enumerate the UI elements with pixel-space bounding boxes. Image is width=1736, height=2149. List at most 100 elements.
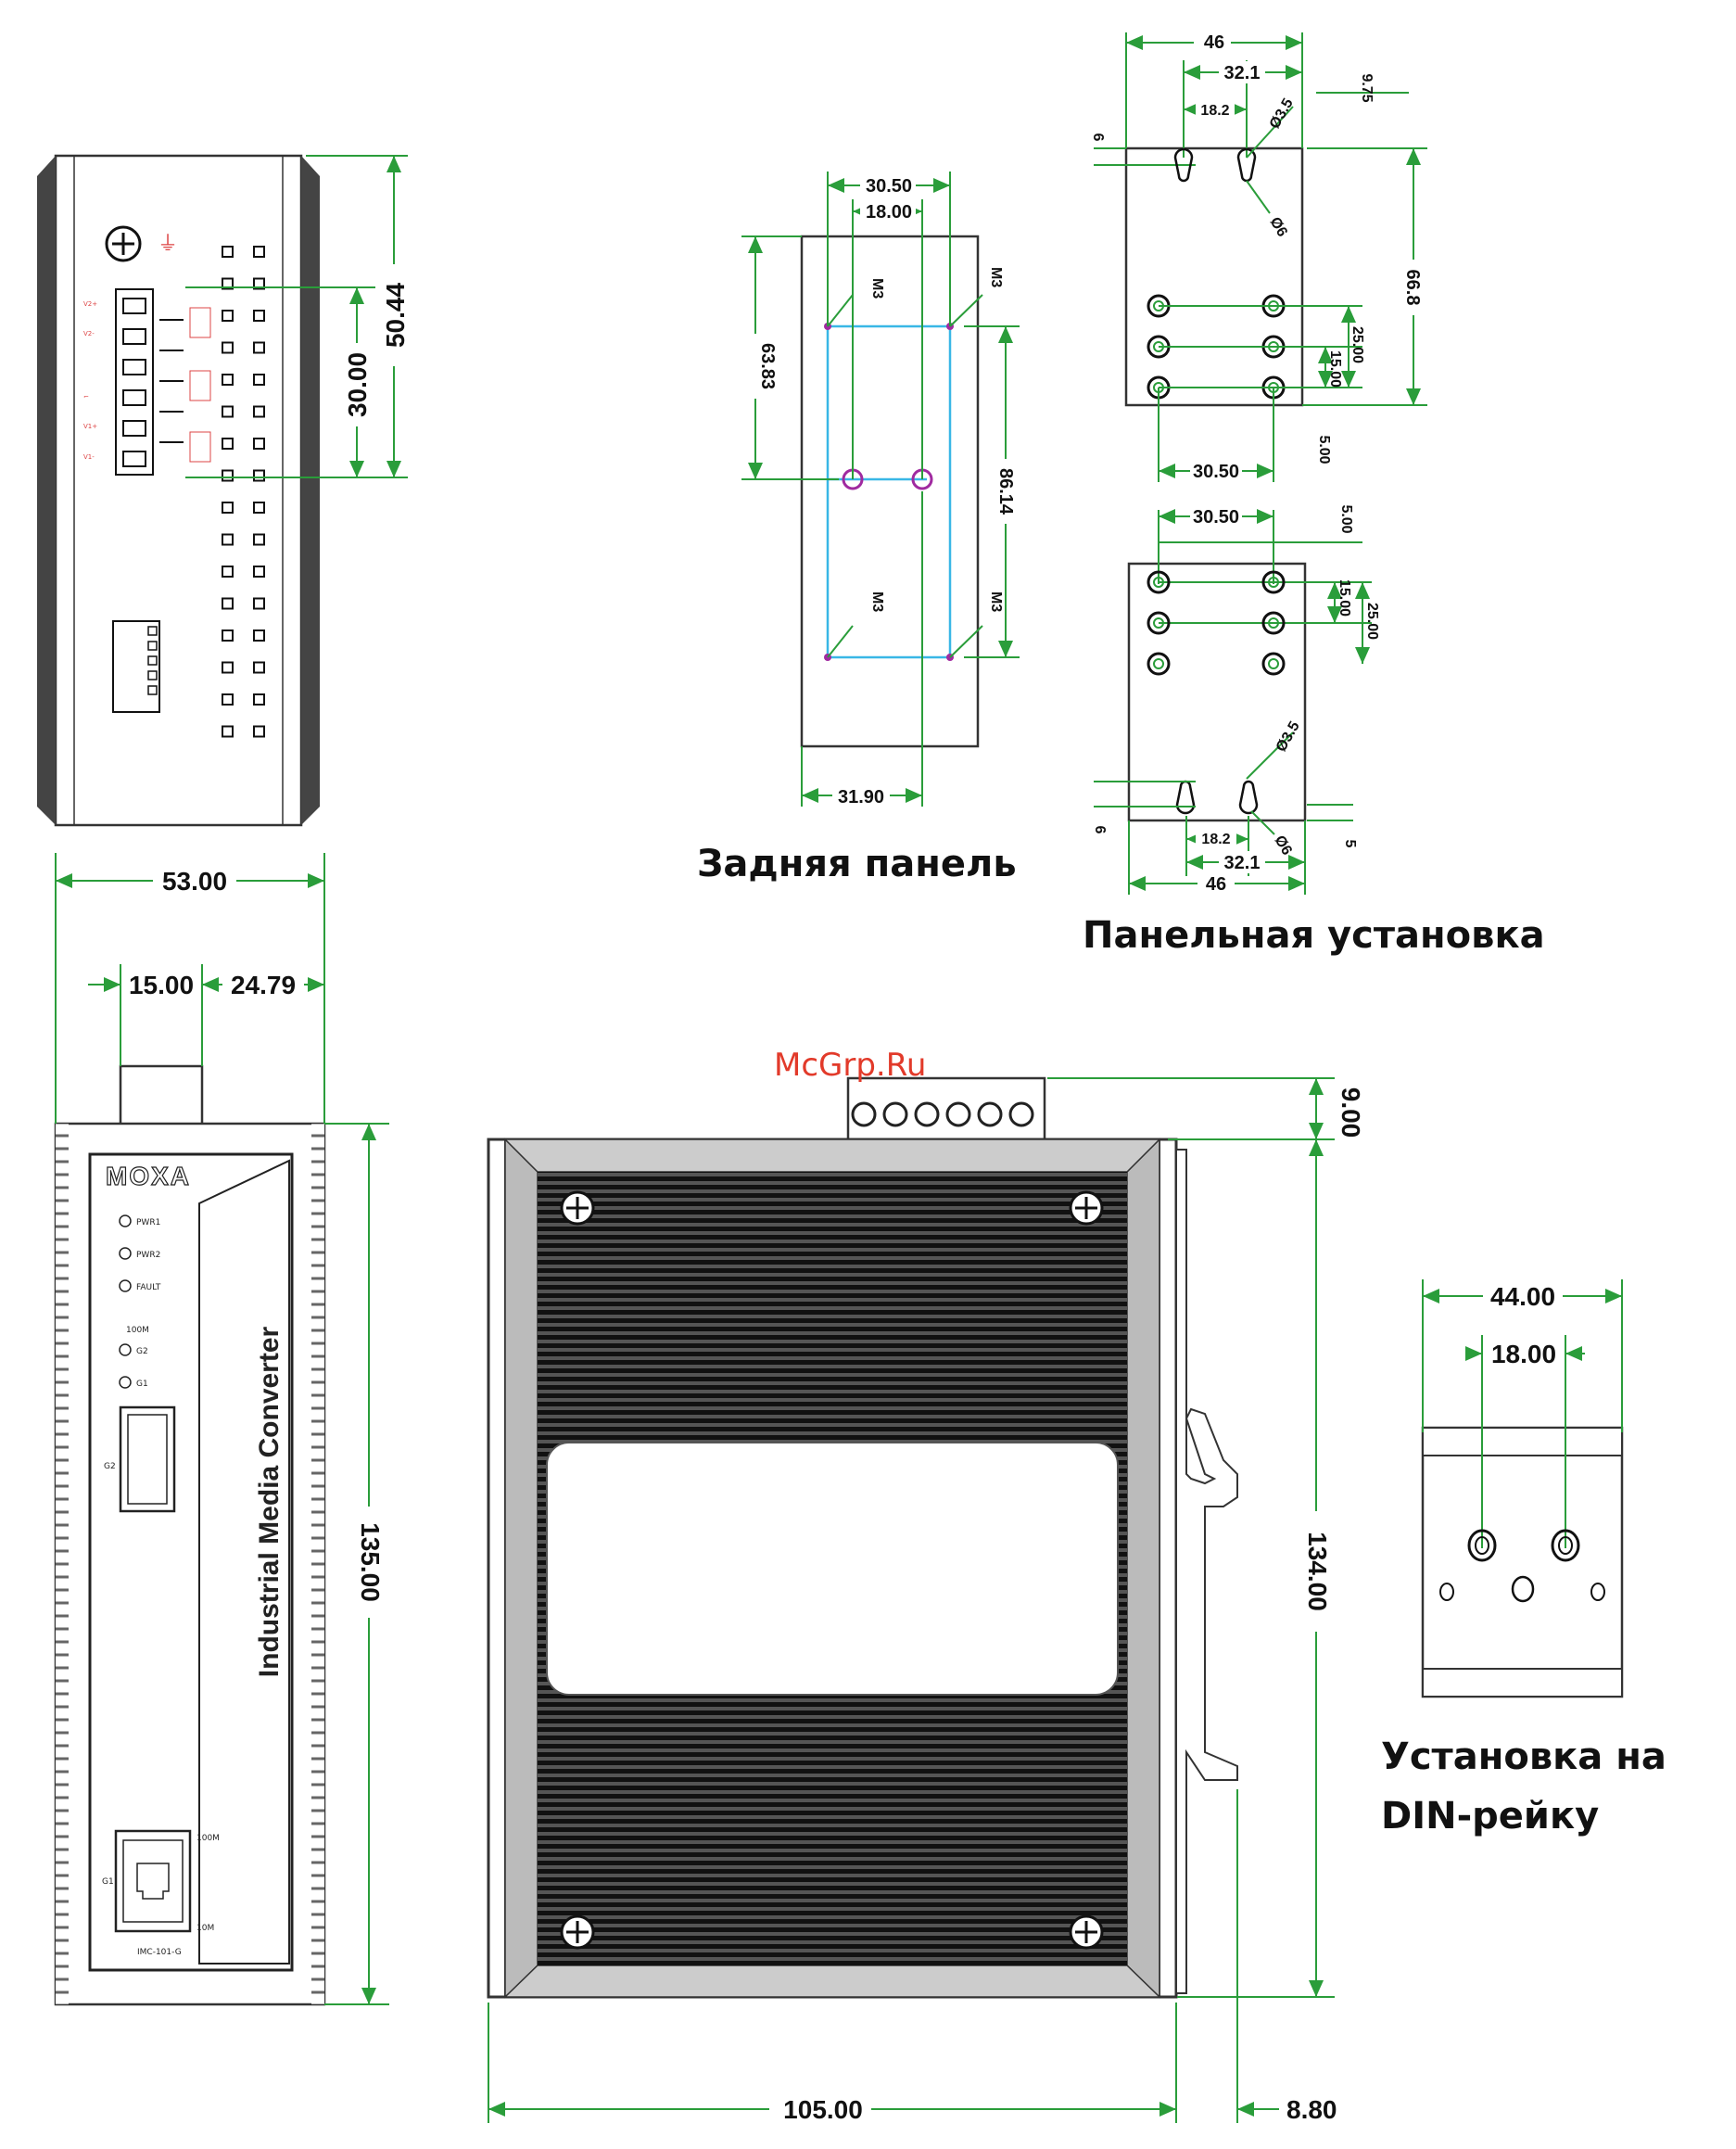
vent-hole [222,469,234,482]
vent-holes [222,246,265,738]
svg-text:V2+: V2+ [83,300,97,308]
rear-hole-label-top-right: M3 [988,267,1004,287]
moxa-logo: MOXA [106,1162,191,1190]
panel-top-hole-6: Ø6 [1267,215,1290,240]
ground-screw-icon [105,225,142,262]
panel-top-dim-width: 46 [1204,32,1224,53]
panel-top-dim-975: 9.75 [1359,73,1375,102]
rear-dim-bottom-offset: 31.90 [838,787,884,807]
panel-mount-bottom-plate: 30.50 5.00 15.00 25.00 Ø3.5 Ø6 6 5 18.2 … [1083,504,1545,957]
svg-text:⌐: ⌐ [83,393,89,401]
mount-hole [1147,611,1171,635]
mount-hole [1147,652,1171,676]
front-dim-connector: 15.00 [129,971,194,999]
mount-hole [1147,570,1171,594]
vent-hole [253,310,265,322]
mounting-screw-icon [560,1914,595,1950]
mount-hole-center [1153,577,1164,588]
vent-hole [222,502,234,514]
vent-hole [222,597,234,610]
vent-hole [222,566,234,578]
mount-hole [1261,652,1286,676]
vent-hole [222,438,234,450]
led-pwr2: PWR2 [136,1251,160,1260]
rear-panel-caption: Задняя панель [697,843,1017,885]
din-clip [1175,1149,1238,1994]
panel-bot-dim-18: 18.2 [1201,832,1230,847]
rear-hole-label-bottom-left: M3 [869,591,885,612]
mount-hole-center [1268,577,1279,588]
panel-bot-dim-32: 32.1 [1224,853,1261,873]
vent-hole [222,277,234,290]
product-name: Industrial Media Converter [254,1326,285,1677]
ground-symbol-icon: ⏚ [158,233,178,256]
vent-hole [253,597,265,610]
panel-top-dim-5: 5.00 [1316,435,1332,464]
rj45-10m-label: 10M [196,1924,214,1933]
led-pwr1: PWR1 [136,1218,160,1227]
front-dim-offset: 24.79 [231,971,296,999]
mount-hole-center [1153,658,1164,669]
vent-hole [222,693,234,706]
front-dim-height: 135.00 [356,1522,385,1602]
rear-dim-center-holes: 18.00 [866,202,912,223]
vent-hole [253,533,265,546]
din-caption-line1: Установка на [1381,1736,1666,1778]
vent-hole [222,405,234,418]
side-view: 9.00 134.00 105.00 8.80 [487,1076,1365,2127]
rear-dim-vertical-holes: 86.14 [995,468,1016,515]
rear-panel-view: 30.50 18.00 63.83 86.14 31.90 M3 M3 M3 M… [697,172,1021,885]
mount-hole [1261,611,1286,635]
led-g1: G1 [136,1380,148,1389]
mounting-screw-icon [1069,1190,1104,1226]
vent-hole [253,374,265,386]
front-view: MOXA Industrial Media Converter PWR1 PWR… [54,853,389,2006]
svg-text:V2-: V2- [83,330,95,337]
vent-hole [222,661,234,674]
led-fault: FAULT [136,1283,161,1292]
rj45-port-label: G1 [102,1877,114,1887]
rear-hole-label-bottom-right: M3 [988,591,1004,612]
din-caption-line2: DIN-рейку [1381,1795,1599,1837]
top-dim-height-terminal: 30.00 [343,352,372,417]
vent-hole [222,341,234,354]
mount-hole-center [1268,617,1279,629]
panel-mount-caption: Панельная установка [1083,914,1545,957]
vent-hole [222,374,234,386]
panel-top-dim-6: 6 [1090,134,1106,142]
panel-mount-top-plate: 46 32.1 18.2 9.75 6 66.8 Ø3.5 Ø6 25.00 1… [1090,30,1427,482]
panel-bot-dim-6: 6 [1092,826,1108,834]
panel-bot-hole-6: Ø6 [1272,833,1295,858]
rear-dim-holes-width: 30.50 [866,176,912,197]
vent-hole [253,725,265,738]
vent-hole [253,566,265,578]
mounting-screw-icon [560,1190,595,1226]
svg-text:V1+: V1+ [83,423,97,430]
panel-top-hole-35: Ø3.5 [1267,95,1297,132]
terminal-block: V2+ V2- ⌐ V1+ V1- [83,288,211,476]
panel-top-dim-3050: 30.50 [1193,462,1239,482]
vent-hole [253,693,265,706]
panel-bot-dim-25: 25.00 [1364,603,1380,640]
svg-text:V1-: V1- [83,453,95,461]
vent-hole [253,277,265,290]
led-g2: G2 [136,1347,148,1356]
panel-top-dim-32: 32.1 [1224,63,1261,83]
vent-hole [253,438,265,450]
panel-top-dim-25: 25.00 [1350,326,1365,363]
front-dim-width: 53.00 [162,867,227,896]
din-dim-holes: 18.00 [1491,1340,1556,1368]
panel-bot-dim-5b: 5 [1342,840,1358,848]
vent-hole [253,502,265,514]
vent-hole [222,310,234,322]
din-rail-view: 44.00 18.00 Установка на DIN-рейку [1381,1279,1666,1837]
watermark-text: McGrp.Ru [774,1047,926,1084]
rj45-100m-label: 100M [196,1834,220,1843]
panel-bot-dim-46: 46 [1206,874,1226,895]
vent-hole [253,661,265,674]
panel-top-dim-height: 66.8 [1402,270,1423,306]
mount-hole-center [1153,617,1164,629]
side-dim-clip: 8.80 [1286,2095,1337,2124]
panel-top-dim-15: 15.00 [1327,350,1343,388]
